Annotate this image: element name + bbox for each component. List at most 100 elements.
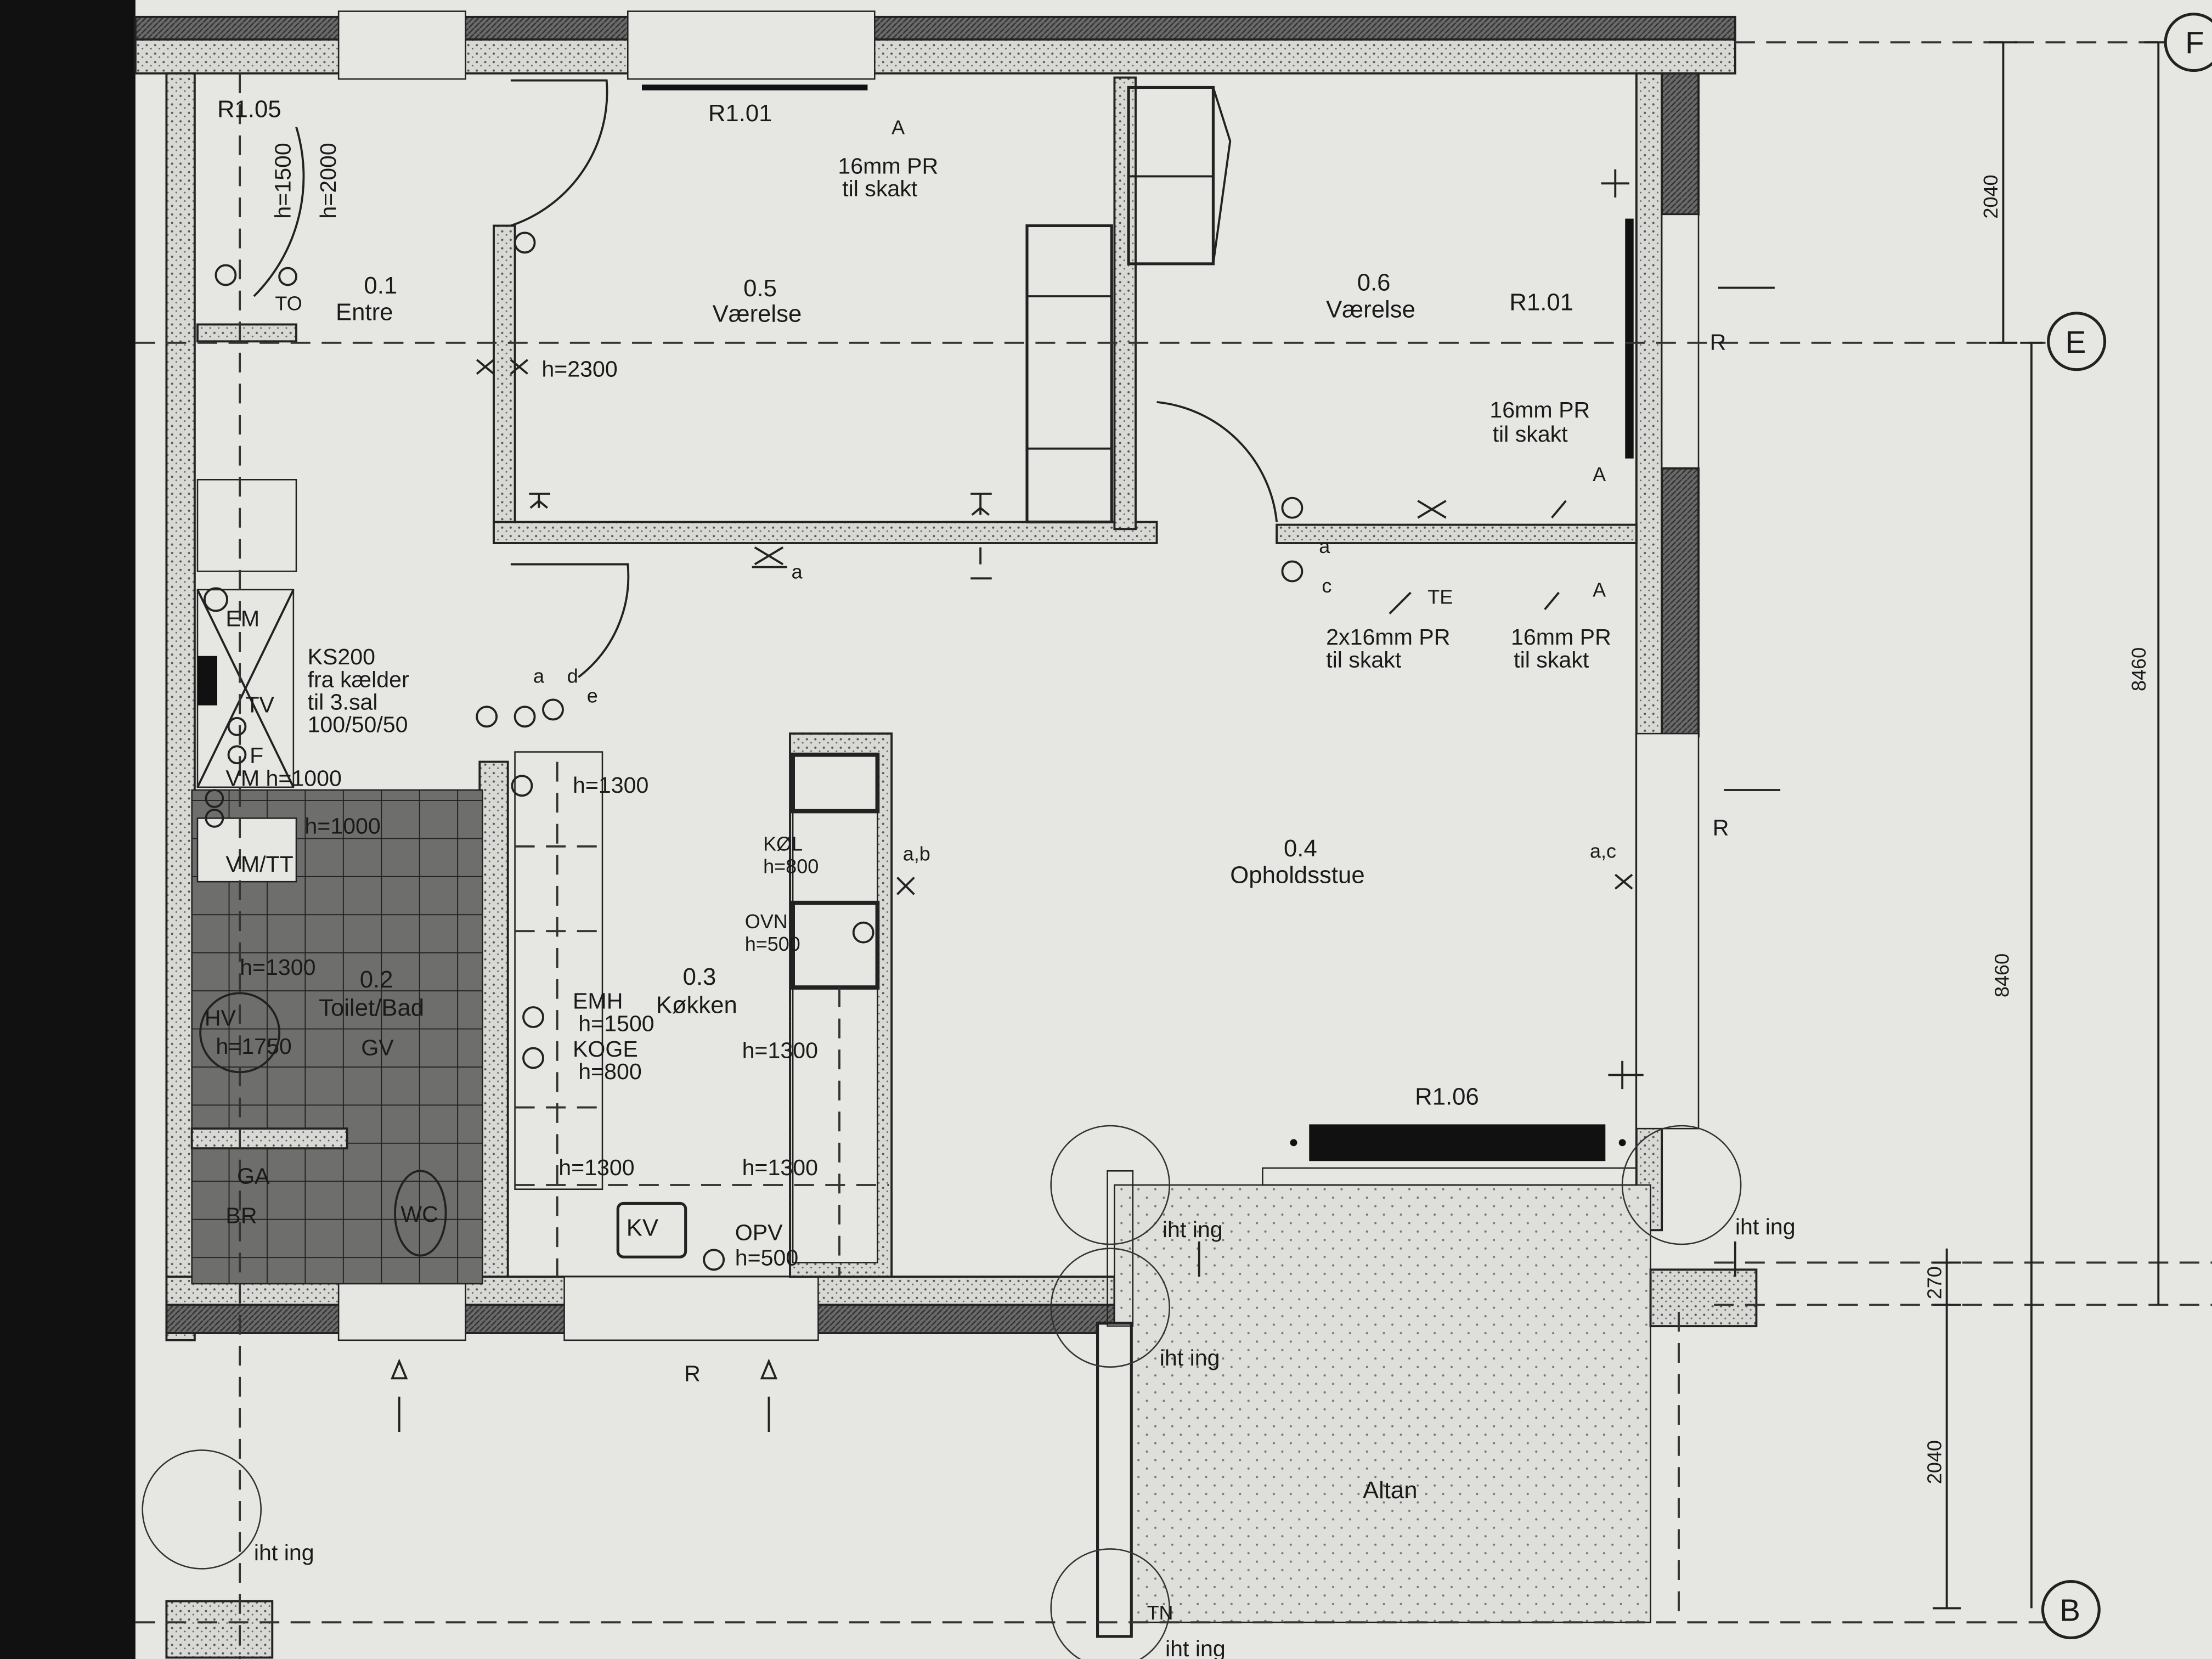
axis-label-f: F [2185, 26, 2204, 60]
pipe-note: 16mm PR [1511, 624, 1611, 650]
height-note: h=1300 [742, 1155, 818, 1180]
symbol-label: EM [225, 606, 259, 631]
reference-note: iht ing [254, 1540, 314, 1565]
symbol-label: HV [205, 1005, 236, 1030]
room-name: Entre [336, 299, 393, 326]
radiator-label: R1.01 [708, 100, 772, 127]
annotations: h=1500 h=2000 h=2300 TO 16mm PR til skak… [205, 116, 1796, 1659]
room-number: 0.5 [743, 275, 777, 302]
balcony [1114, 1184, 1651, 1623]
dimension: 270 [1923, 1266, 1945, 1299]
screen-bezel [0, 0, 136, 1659]
room-name: Værelse [1326, 296, 1415, 323]
axis-label-e: E [2066, 325, 2086, 359]
symbol-label: F [250, 743, 263, 768]
dimension: 2040 [1923, 1440, 1945, 1484]
radiator-labels: R1.05 R1.01 R1.01 R1.06 [217, 95, 1573, 1110]
height-note: h=1500 [578, 1011, 654, 1036]
symbol-label: c [1322, 574, 1331, 597]
reference-note: iht ing [1163, 1217, 1223, 1242]
room-number: 0.3 [683, 963, 716, 990]
symbol-label: OPV [735, 1220, 783, 1245]
height-note: h=1300 [240, 955, 315, 980]
room-name: Toilet/Bad [319, 994, 424, 1021]
dimension: 8460 [2128, 647, 2150, 691]
symbol-label: OVN [745, 910, 788, 933]
balcony-label: Altan [1363, 1477, 1418, 1504]
symbol-label: a,c [1590, 839, 1616, 862]
radiator-r106 [1309, 1124, 1606, 1161]
height-note: h=1750 [216, 1034, 291, 1059]
room-name: Værelse [713, 300, 802, 327]
room-name: Køkken [656, 991, 737, 1018]
symbol-label: a [1319, 535, 1330, 557]
reference-note: iht ing [1165, 1636, 1226, 1659]
height-note: h=1300 [742, 1038, 818, 1063]
shaft-note: fra kælder [308, 667, 409, 692]
walls [134, 10, 1736, 1341]
symbol-label: A [891, 116, 905, 138]
symbol-label: EMH [573, 989, 623, 1014]
dimension: 2040 [1979, 174, 2002, 218]
symbol-label: TV [245, 692, 274, 718]
shaft-note: KS200 [308, 644, 375, 669]
pipe-note: 16mm PR [1489, 397, 1590, 422]
grid-axis-e [2047, 312, 2107, 371]
pipe-note: til skakt [1326, 647, 1402, 672]
symbol-label: R [684, 1361, 701, 1386]
reference-note: iht ing [1160, 1345, 1220, 1370]
dimension-labels: 2040 8460 8460 270 2040 [1923, 174, 2150, 1484]
room-number: 0.2 [360, 966, 393, 993]
symbol-label: TE [1427, 586, 1453, 608]
pipe-note: til skakt [1493, 421, 1568, 447]
symbol-label: TN [1147, 1601, 1173, 1624]
room-name: Opholdsstue [1230, 862, 1364, 889]
symbol-label: a [533, 665, 545, 687]
height-note: h=1300 [558, 1155, 634, 1180]
symbol-label: d [567, 665, 578, 687]
height-note: h=2000 [315, 143, 341, 218]
radiator-label: R1.06 [1415, 1083, 1479, 1110]
dimension: 8460 [1991, 953, 2013, 997]
symbol-label: a,b [903, 843, 930, 865]
height-note: h=2300 [541, 357, 617, 382]
radiator-label: R1.05 [217, 95, 281, 122]
symbol-label: WC [400, 1201, 438, 1227]
pipe-note: 2x16mm PR [1326, 624, 1450, 650]
height-note: h=500 [735, 1245, 799, 1271]
room-labels: 0.1 Entre 0.2 Toilet/Bad 0.3 Køkken 0.4 … [319, 269, 1417, 1504]
height-note: h=500 [745, 933, 800, 955]
outlet-icons [199, 169, 1781, 1432]
shaft-note: 100/50/50 [308, 712, 408, 737]
symbol-label: e [587, 685, 598, 707]
symbol-label: A [1593, 579, 1606, 601]
symbol-label: A [1593, 463, 1606, 486]
height-note: h=1500 [270, 143, 296, 218]
symbol-label: KV [627, 1215, 658, 1242]
room-number: 0.4 [1284, 835, 1317, 862]
symbol-label: KØL [763, 833, 803, 855]
height-note: h=1000 [304, 814, 380, 839]
grid-lines [135, 13, 2212, 1659]
pipe-note: 16mm PR [838, 153, 938, 178]
symbol-label: R [1713, 815, 1729, 840]
room-number: 0.1 [364, 272, 397, 299]
symbol-label: KOGE [573, 1036, 638, 1062]
symbol-label: R [1710, 330, 1726, 355]
height-note: h=800 [578, 1059, 642, 1084]
height-note: h=800 [763, 855, 819, 878]
height-note: h=1300 [573, 772, 648, 798]
grid-axis-b [2041, 1580, 2101, 1639]
pipe-note: til skakt [1514, 647, 1589, 672]
symbol-label: TO [275, 292, 302, 315]
radiator-label: R1.01 [1509, 289, 1573, 316]
pipe-note: til skakt [842, 176, 918, 201]
room-number: 0.6 [1357, 269, 1391, 296]
symbol-label: GV [361, 1035, 394, 1060]
symbol-label: BR [225, 1203, 257, 1228]
grid-axis-labels: F E B [2059, 26, 2204, 1628]
shaft-note: til 3.sal [308, 689, 378, 714]
symbol-label: a [792, 560, 803, 583]
